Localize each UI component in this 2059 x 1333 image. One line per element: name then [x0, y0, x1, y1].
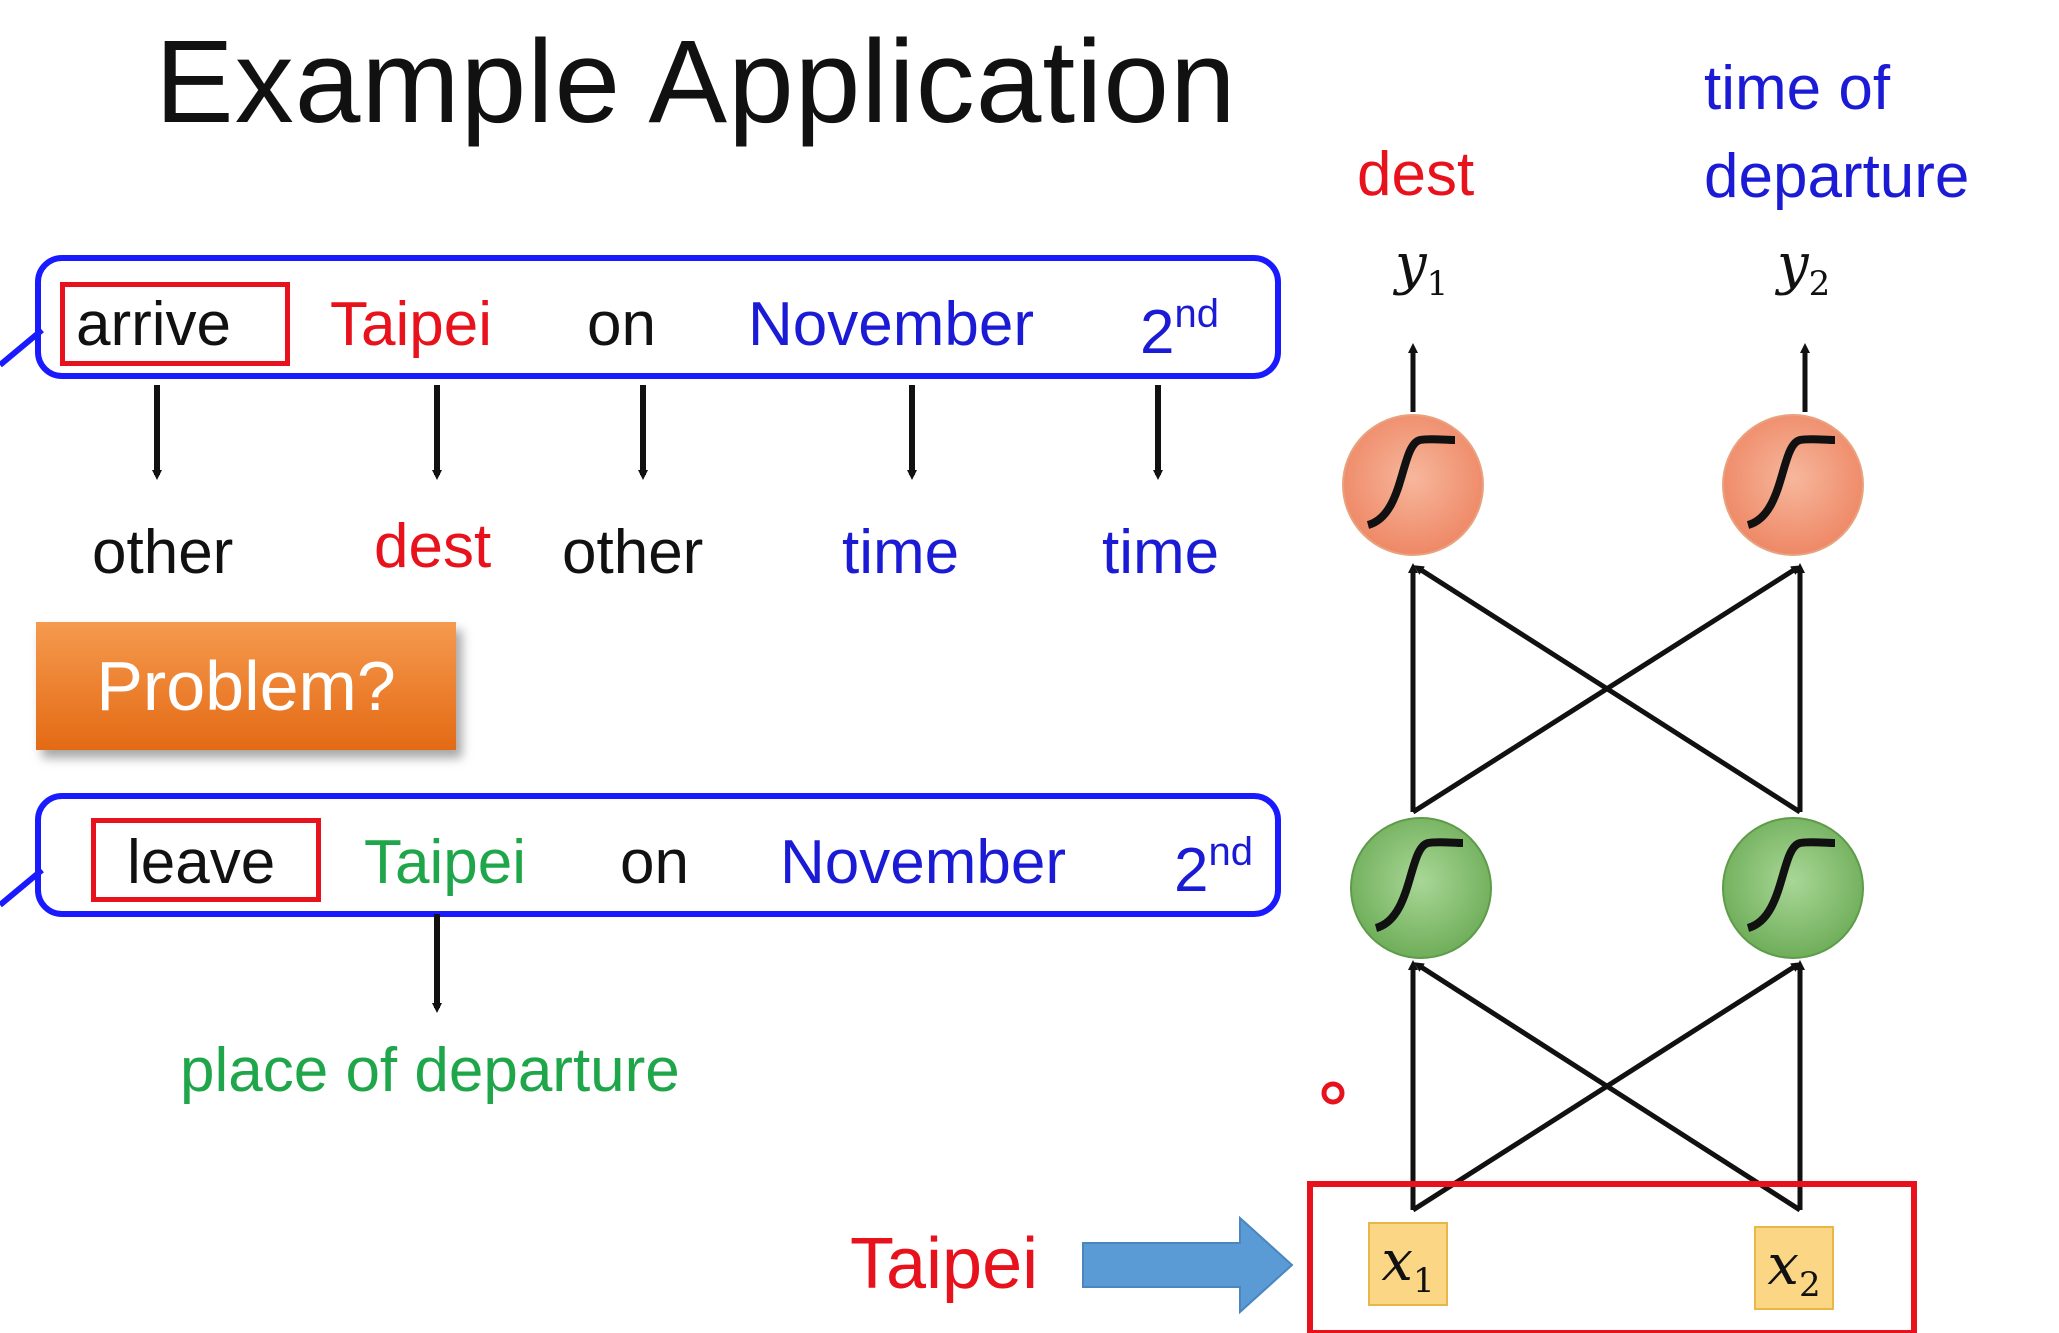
network-connections	[1408, 343, 1810, 1213]
output-y2: y2	[1777, 232, 1831, 305]
label-place-of-departure: place of departure	[180, 1036, 680, 1105]
word-highlight-box-1	[60, 282, 290, 366]
word-arrive: arrive	[76, 290, 232, 359]
label-dest: dest	[374, 512, 492, 581]
label-time-2: time	[1102, 518, 1220, 587]
label-time-1: time	[842, 518, 960, 587]
input-arrow	[1082, 1215, 1294, 1315]
input-x1: x1	[1368, 1222, 1448, 1306]
input-x2: x2	[1754, 1226, 1834, 1310]
speech-bubble-1	[0, 255, 1281, 379]
speech-bubble-2	[0, 793, 1281, 917]
output-neuron-2	[1722, 414, 1864, 556]
word-2nd-1: 2nd	[1140, 292, 1219, 367]
hidden-neuron-1	[1350, 817, 1492, 959]
word-2nd-2: 2nd	[1174, 830, 1253, 905]
output-label-time-of: time of	[1704, 54, 1891, 123]
word-november-1: November	[748, 290, 1034, 359]
word-november-2: November	[780, 828, 1066, 897]
pointer-dot	[1321, 1081, 1345, 1105]
problem-box: Problem?	[36, 622, 456, 750]
input-frame	[1307, 1181, 1917, 1333]
word-on-2: on	[620, 828, 689, 897]
word-leave: leave	[127, 828, 276, 897]
input-word-taipei: Taipei	[850, 1224, 1039, 1304]
word-label-arrows-1	[152, 385, 1163, 480]
word-taipei-2: Taipei	[364, 828, 526, 897]
output-label-departure: departure	[1704, 142, 1970, 211]
word-on-1: on	[587, 290, 656, 359]
output-y1: y1	[1395, 232, 1449, 305]
label-other-1: other	[92, 518, 234, 587]
label-other-2: other	[562, 518, 704, 587]
word-taipei-1: Taipei	[330, 290, 492, 359]
output-neuron-1	[1342, 414, 1484, 556]
slide-title: Example Application	[155, 16, 1237, 148]
hidden-neuron-2	[1722, 817, 1864, 959]
word-highlight-box-2	[91, 818, 321, 902]
output-label-dest: dest	[1357, 140, 1475, 209]
